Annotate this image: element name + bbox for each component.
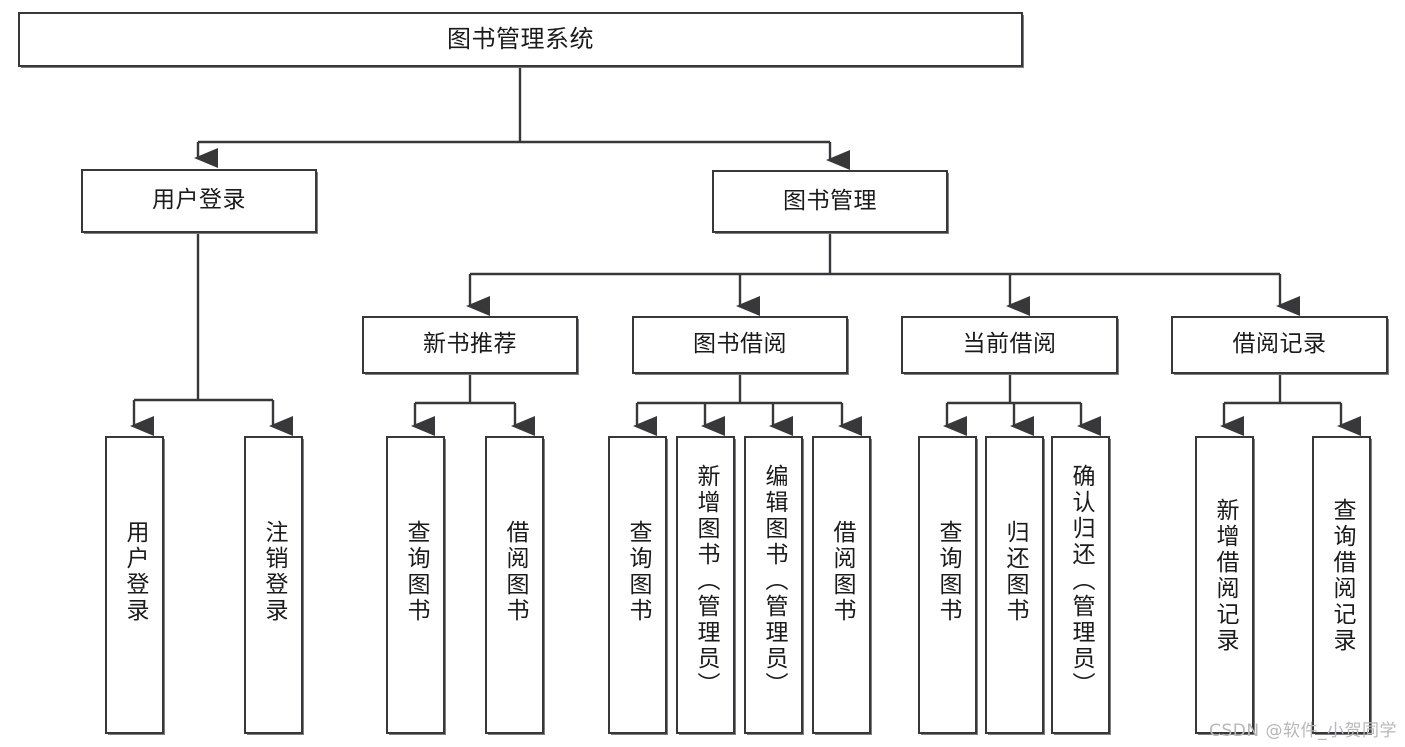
node-label: 图书管理 (783, 187, 877, 214)
node-label: 查询图书 (935, 520, 961, 624)
node-label: 新增图书（管理员） (693, 464, 719, 698)
leaf-book-borrow-edit[interactable]: 编辑图书（管理员） (744, 436, 803, 734)
node-label: 借阅图书 (502, 520, 528, 624)
node-user-login[interactable]: 用户登录 (81, 169, 317, 233)
leaf-book-borrow-query[interactable]: 查询图书 (608, 436, 667, 734)
leaf-borrow-record-add[interactable]: 新增借阅记录 (1195, 436, 1254, 734)
leaf-current-borrow-return[interactable]: 归还图书 (985, 436, 1044, 734)
node-label: 借阅记录 (1232, 331, 1327, 358)
leaf-new-book-borrow[interactable]: 借阅图书 (485, 436, 544, 734)
node-label: 图书借阅 (693, 331, 787, 358)
leaf-book-borrow-add[interactable]: 新增图书（管理员） (676, 436, 735, 734)
node-label: 用户登录 (152, 187, 246, 214)
node-label: 借阅图书 (829, 520, 855, 624)
leaf-user-login-login[interactable]: 用户登录 (105, 436, 164, 734)
node-book-borrow[interactable]: 图书借阅 (632, 316, 848, 374)
leaf-book-borrow-lend[interactable]: 借阅图书 (812, 436, 871, 734)
node-label: 查询图书 (625, 520, 651, 624)
node-label: 图书管理系统 (447, 25, 594, 54)
node-label: 归还图书 (1002, 520, 1028, 624)
leaf-current-borrow-query[interactable]: 查询图书 (918, 436, 977, 734)
node-label: 新增借阅记录 (1212, 498, 1238, 654)
node-label: 用户登录 (122, 520, 148, 624)
leaf-borrow-record-query[interactable]: 查询借阅记录 (1312, 436, 1371, 734)
watermark: CSDN @软件_小贺同学 (1209, 721, 1397, 741)
node-current-borrow[interactable]: 当前借阅 (901, 316, 1118, 374)
node-label: 注销登录 (261, 520, 287, 624)
node-borrow-record[interactable]: 借阅记录 (1171, 316, 1388, 374)
node-label: 新书推荐 (423, 331, 517, 358)
node-root-system[interactable]: 图书管理系统 (18, 12, 1023, 67)
node-label: 查询图书 (403, 520, 429, 624)
node-book-management[interactable]: 图书管理 (712, 170, 948, 233)
node-label: 确认归还（管理员） (1068, 464, 1094, 698)
node-label: 当前借阅 (962, 331, 1057, 358)
leaf-new-book-query[interactable]: 查询图书 (386, 436, 445, 734)
node-label: 查询借阅记录 (1329, 498, 1355, 654)
leaf-current-borrow-confirm-return[interactable]: 确认归还（管理员） (1051, 436, 1110, 734)
leaf-user-login-logout[interactable]: 注销登录 (244, 436, 303, 734)
node-label: 编辑图书（管理员） (761, 464, 787, 698)
node-new-book-recommend[interactable]: 新书推荐 (362, 316, 578, 374)
